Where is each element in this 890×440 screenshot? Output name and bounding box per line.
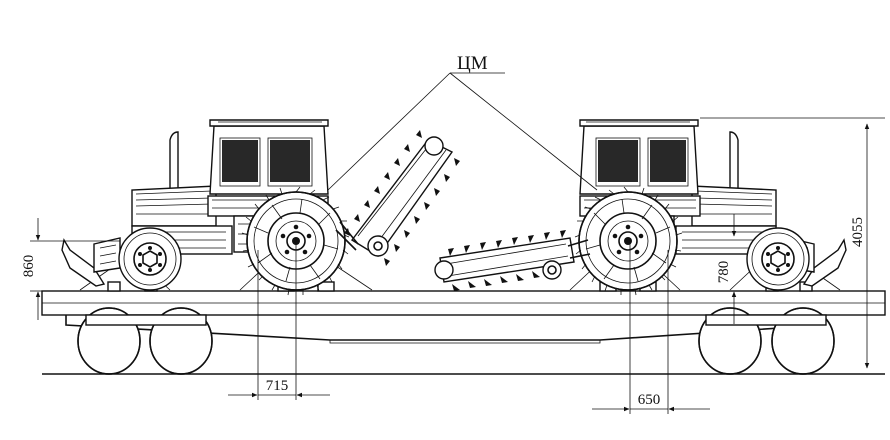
front-wheel (746, 227, 810, 291)
callout-label: ЦМ (457, 53, 488, 74)
trencher-chain-left (335, 130, 460, 266)
dimension-right-offset: 650 (592, 238, 710, 414)
dim-label-780: 780 (716, 261, 732, 284)
dimension-platform-height: 860 (21, 218, 120, 320)
front-wheel (118, 227, 182, 291)
dimension-left-offset: 715 (228, 238, 330, 400)
trencher-chain-right (434, 230, 591, 291)
dim-label-4055: 4055 (850, 217, 866, 247)
dimension-total-height: 4055 (700, 117, 885, 375)
callout-cm: ЦМ (327, 53, 598, 191)
right-tractor (574, 119, 847, 296)
dim-label-715: 715 (266, 378, 289, 394)
dim-label-650: 650 (638, 392, 661, 408)
dim-label-860: 860 (21, 255, 37, 278)
dimension-axle-height: 780 (716, 214, 737, 324)
left-tractor (61, 119, 350, 296)
